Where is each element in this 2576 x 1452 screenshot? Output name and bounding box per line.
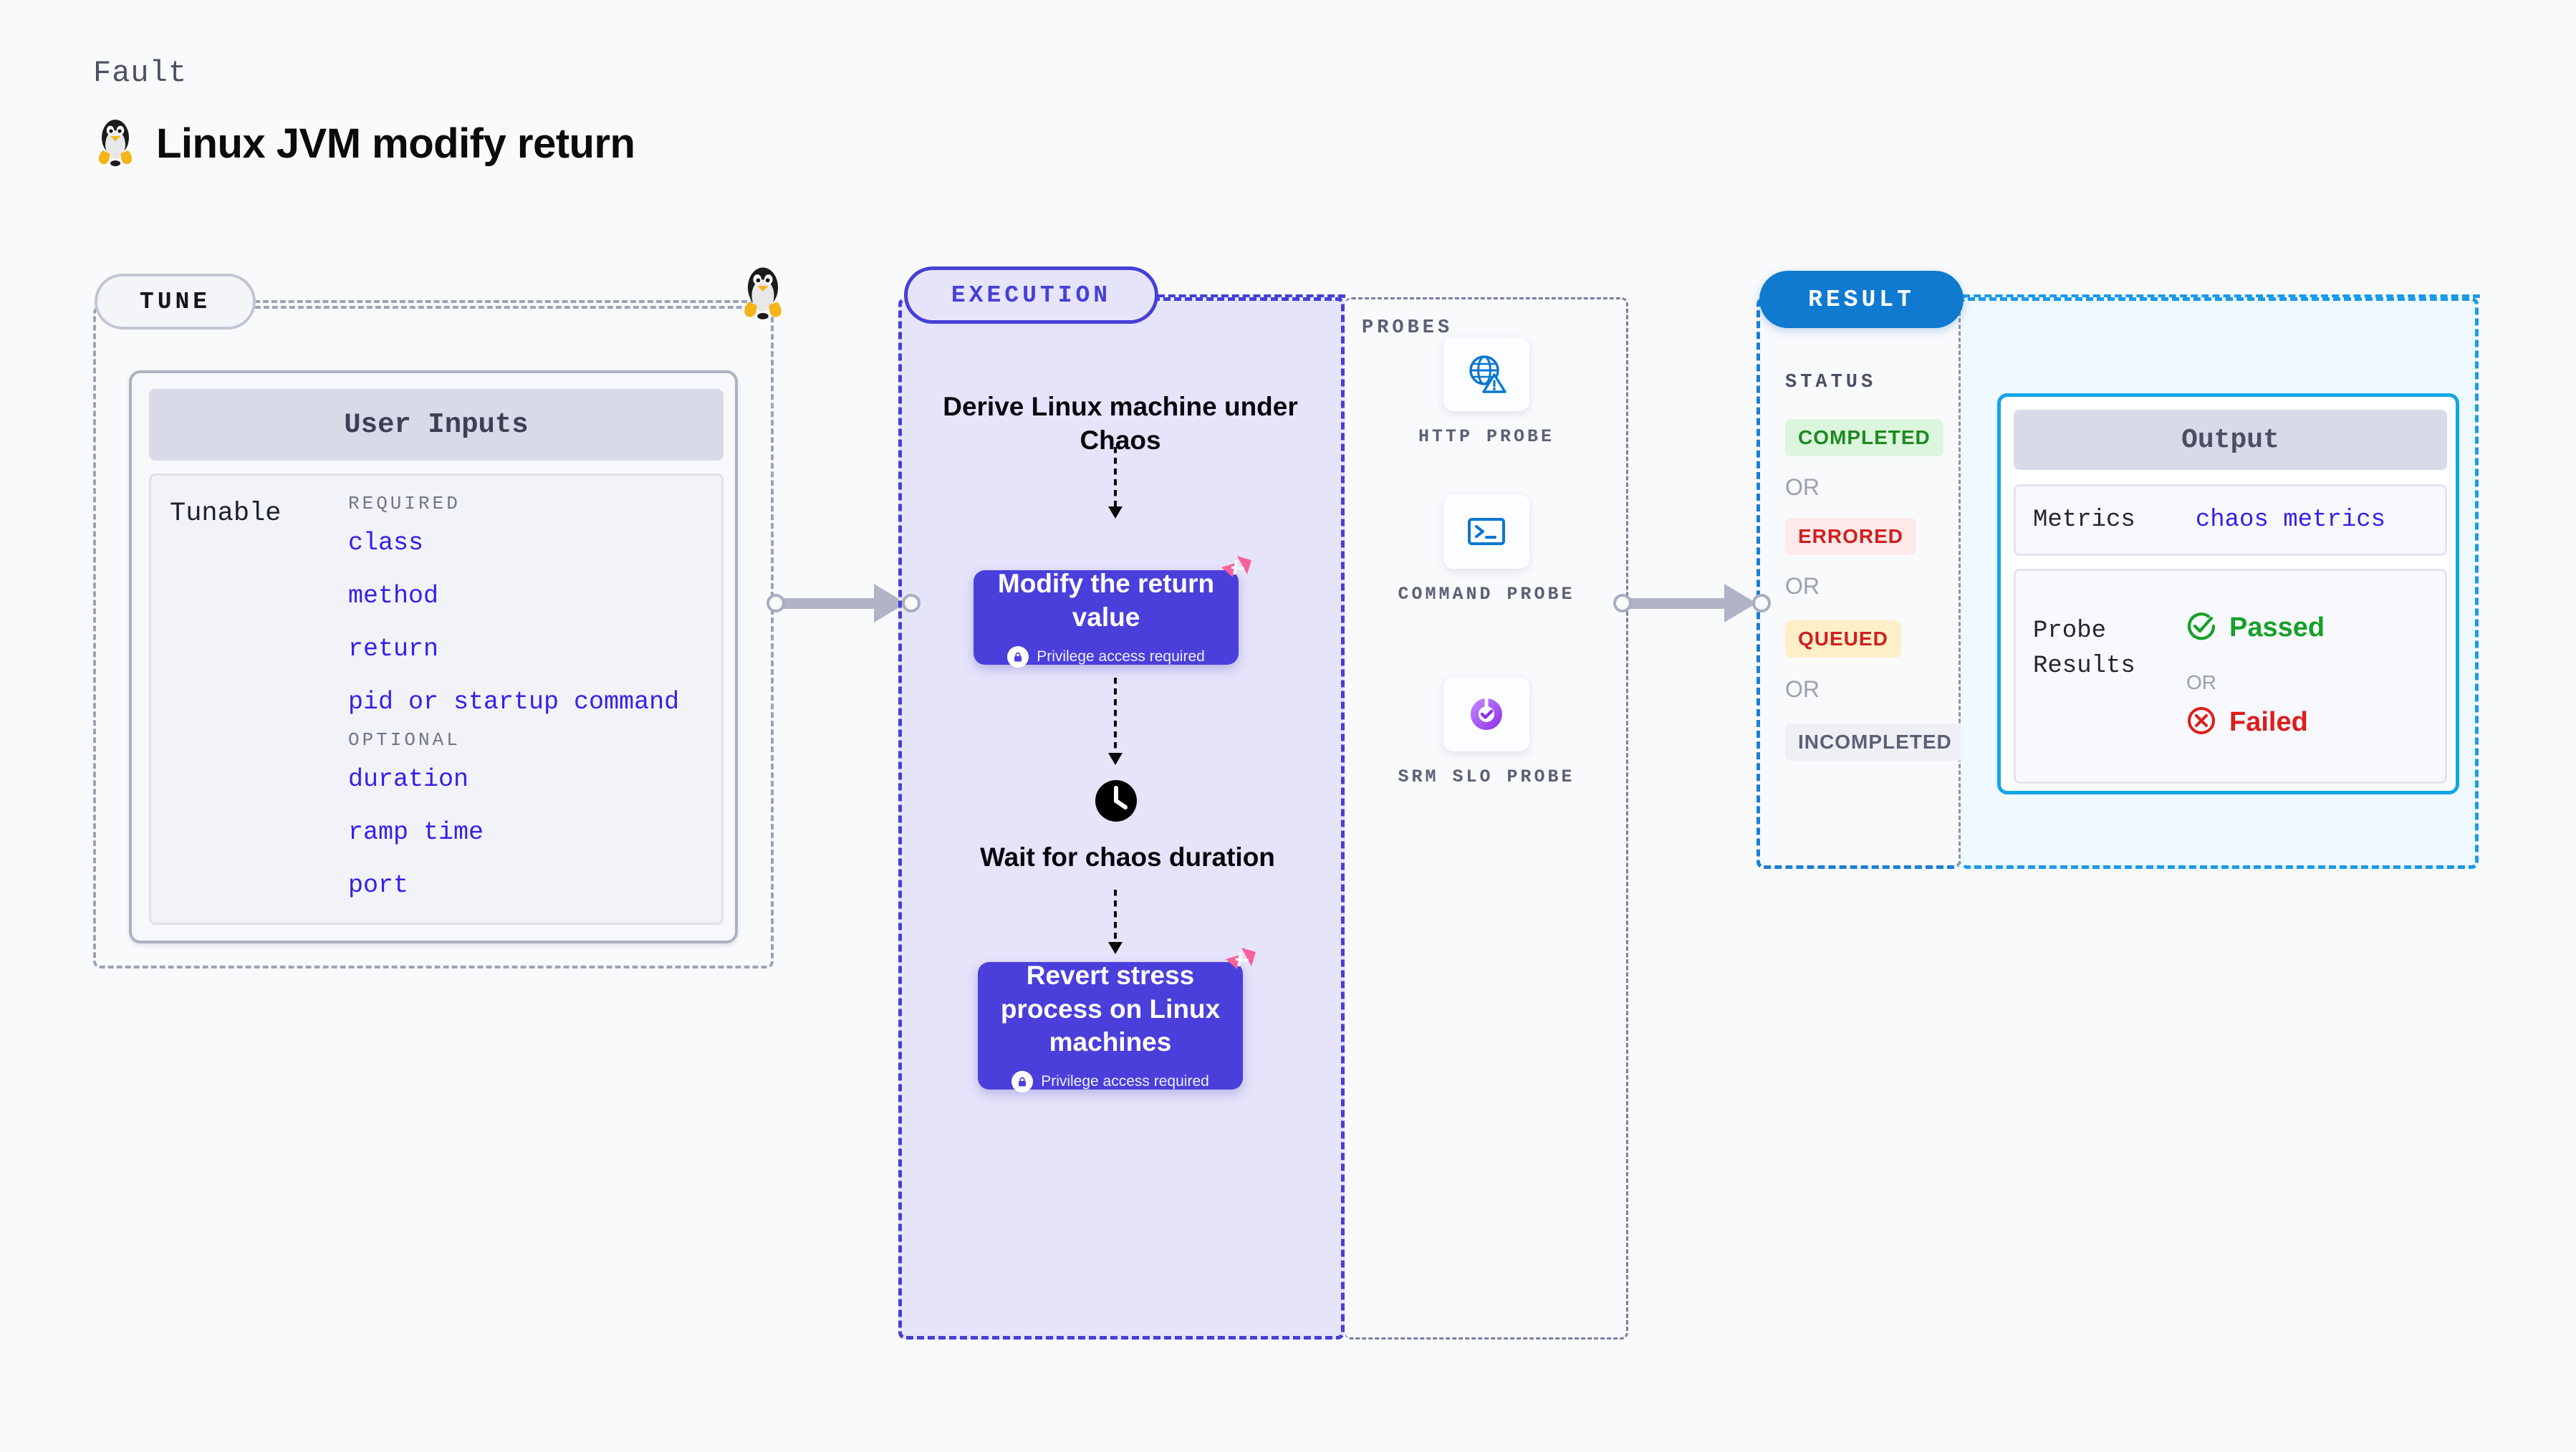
connector-arrow-head (1724, 584, 1756, 622)
harness-logo-icon (1220, 945, 1259, 984)
probes-label: PROBES (1362, 317, 1453, 339)
harness-logo-icon (1216, 553, 1254, 592)
page-title: Linux JVM modify return (156, 120, 635, 167)
execution-step-revert-label: Revert stress process on Linux machines (1000, 961, 1221, 1057)
tunable-group-label-required: REQUIRED (348, 493, 461, 514)
status-badge-queued: QUEUED (1785, 620, 1901, 658)
result-panel (1756, 297, 1961, 869)
result-badge[interactable]: RESULT (1759, 271, 1964, 328)
execution-step-modify-box[interactable]: Modify the return value Privilege access… (974, 556, 1251, 668)
connector-probes-to-result (1613, 584, 1771, 622)
execution-step-revert-box[interactable]: Revert stress process on Linux machines … (978, 948, 1256, 1092)
probes-panel (1345, 297, 1628, 1340)
execution-step-derive: Derive Linux machine under Chaos (943, 392, 1298, 456)
user-inputs-card: User Inputs Tunable REQUIRED class metho… (129, 370, 738, 943)
execution-step-modify-label: Modify the return value (997, 569, 1215, 632)
flow-arrow-wait-to-revert (1108, 890, 1123, 954)
x-circle-icon (2186, 706, 2216, 739)
flow-arrow-derive-to-modify (1108, 447, 1123, 519)
probe-result-failed-label: Failed (2229, 707, 2308, 737)
linux-penguin-icon (95, 116, 136, 171)
tunable-item[interactable]: return (348, 635, 439, 663)
probe-slo[interactable]: SRM SLO PROBE (1393, 677, 1580, 789)
probe-slo-label: SRM SLO PROBE (1398, 766, 1575, 787)
tunable-item[interactable]: method (348, 582, 439, 610)
privilege-required-label: Privilege access required (1037, 648, 1205, 665)
privilege-required-row: Privilege access required (1011, 1070, 1209, 1092)
execution-badge[interactable]: EXECUTION (904, 266, 1158, 324)
connector-shaft (782, 597, 881, 609)
clock-icon (1094, 779, 1138, 823)
metrics-row: Metrics chaos metrics (2014, 484, 2447, 556)
status-badge-errored: ERRORED (1785, 518, 1917, 555)
tune-badge[interactable]: TUNE (95, 274, 256, 330)
probe-command-label: COMMAND PROBE (1398, 584, 1575, 605)
slo-donut-check-icon (1443, 677, 1529, 751)
status-or-separator: OR (1785, 573, 1820, 599)
status-badge-completed: COMPLETED (1785, 419, 1943, 456)
probe-results-key-label: Probe Results (2033, 617, 2135, 681)
terminal-prompt-icon (1443, 494, 1529, 569)
tunable-label: Tunable (170, 499, 282, 529)
status-badge-incompleted: INCOMPLETED (1785, 723, 1965, 761)
tunable-item[interactable]: port (348, 871, 409, 900)
tune-lead-line (254, 300, 756, 303)
privilege-required-row: Privilege access required (1007, 645, 1205, 668)
output-lead-line (1963, 294, 2480, 298)
check-circle-icon (2186, 611, 2216, 645)
tunable-item[interactable]: duration (348, 765, 469, 794)
tunable-list: REQUIRED class method return pid or star… (348, 493, 706, 924)
probe-http[interactable]: HTTP PROBE (1393, 337, 1580, 449)
metrics-value[interactable]: chaos metrics (2195, 506, 2386, 534)
output-card: Output Metrics chaos metrics Probe Resul… (1997, 393, 2459, 794)
connector-node-start (1613, 594, 1632, 612)
user-inputs-body: Tunable REQUIRED class method return pid… (149, 473, 724, 925)
lock-icon (1011, 1070, 1034, 1092)
connector-node-end (902, 594, 921, 612)
privilege-required-label: Privilege access required (1041, 1072, 1209, 1090)
probe-result-passed-label: Passed (2229, 612, 2325, 643)
tunable-item[interactable]: pid or startup command (348, 688, 680, 716)
execution-lead-line (1158, 294, 1345, 298)
probe-result-failed: Failed (2186, 706, 2308, 739)
tunable-item[interactable]: ramp time (348, 818, 484, 847)
probe-result-or-separator: OR (2186, 671, 2216, 693)
page-title-row: Linux JVM modify return (95, 116, 635, 171)
linux-penguin-marker-icon (738, 264, 788, 321)
status-or-separator: OR (1785, 474, 1820, 500)
probe-result-passed: Passed (2186, 611, 2325, 645)
tunable-group-label-optional: OPTIONAL (348, 729, 461, 751)
status-label: STATUS (1785, 372, 1877, 393)
lock-icon (1007, 645, 1029, 668)
connector-tune-to-execution (766, 584, 921, 622)
flow-arrow-modify-to-wait (1108, 678, 1123, 765)
page-kicker: Fault (93, 56, 188, 90)
connector-node-end (1752, 594, 1771, 612)
probe-command[interactable]: COMMAND PROBE (1393, 494, 1580, 607)
connector-node-start (766, 594, 785, 612)
tune-panel (93, 306, 774, 968)
globe-warning-icon (1443, 337, 1529, 411)
status-or-separator: OR (1785, 676, 1820, 702)
metrics-key-label: Metrics (2033, 506, 2135, 534)
output-card-title: Output (2014, 410, 2447, 470)
user-inputs-title: User Inputs (149, 389, 724, 461)
execution-step-wait: Wait for chaos duration (980, 842, 1275, 872)
connector-shaft (1629, 597, 1731, 609)
probe-results-row: Probe Results Passed OR Failed (2014, 569, 2447, 784)
probe-http-label: HTTP PROBE (1418, 426, 1555, 447)
tunable-item[interactable]: class (348, 529, 424, 557)
